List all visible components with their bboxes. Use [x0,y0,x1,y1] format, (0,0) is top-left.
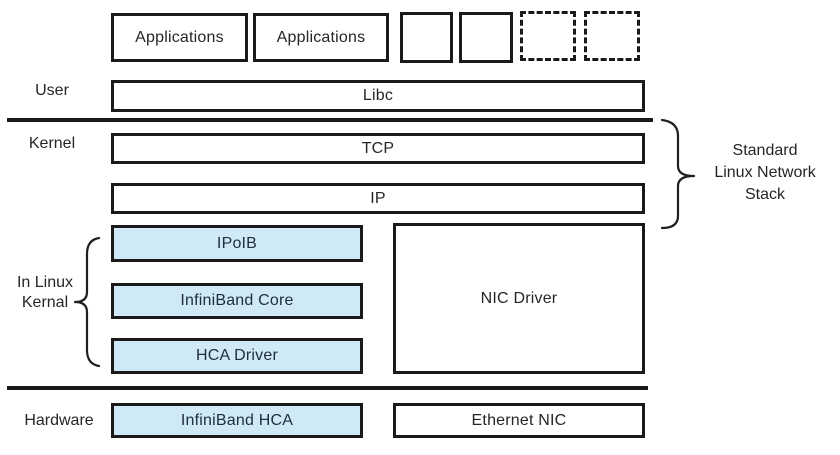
in-linux-kernel-label: In Linux Kernal [2,273,88,313]
ipoib-box-label: IPoIB [216,234,258,252]
infiniband-hca-box-label: InfiniBand HCA [180,411,294,429]
ethernet-nic-box: Ethernet NIC [393,403,645,438]
empty-app-box-2 [459,12,513,63]
user-kernel-divider [7,118,653,122]
hardware-layer-label: Hardware [24,412,94,429]
dashed-app-box-2 [584,11,640,61]
tcp-box: TCP [111,133,645,164]
libc-box: Libc [111,80,645,112]
ethernet-nic-box-label: Ethernet NIC [471,411,567,429]
applications-box-2-label: Applications [276,28,366,46]
right-curly-brace [660,118,696,230]
applications-box-1: Applications [111,13,248,62]
ip-box-label: IP [370,189,386,207]
left-curly-brace [73,236,101,368]
nic-driver-box: NIC Driver [393,223,645,374]
hca-driver-box-label: HCA Driver [195,347,278,364]
standard-linux-stack-label: Standard Linux Network Stack [692,140,838,206]
nic-driver-box-label: NIC Driver [480,289,558,307]
standard-linux-stack-line1: Standard [732,142,798,159]
ip-box: IP [111,183,645,214]
kernel-hardware-divider [7,386,648,390]
applications-box-2: Applications [253,13,389,62]
hca-driver-box: HCA Driver [111,338,363,374]
libc-box-label: Libc [362,87,394,104]
kernel-layer-label: Kernel [28,135,76,152]
infiniband-core-box-label: InfiniBand Core [180,292,294,309]
standard-linux-stack-line3: Stack [744,186,785,203]
dashed-app-box-1 [520,11,576,61]
in-linux-kernel-label-line1: In Linux [16,274,74,291]
standard-linux-stack-line2: Linux Network [714,164,816,181]
applications-box-1-label: Applications [135,28,224,46]
infiniband-hca-box: InfiniBand HCA [111,403,363,438]
infiniband-core-box: InfiniBand Core [111,283,363,319]
ipoib-box: IPoIB [111,225,363,262]
user-layer-label: User [35,82,69,99]
tcp-box-label: TCP [361,139,395,157]
empty-app-box-1 [400,12,453,63]
in-linux-kernel-label-line2: Kernal [21,294,69,311]
